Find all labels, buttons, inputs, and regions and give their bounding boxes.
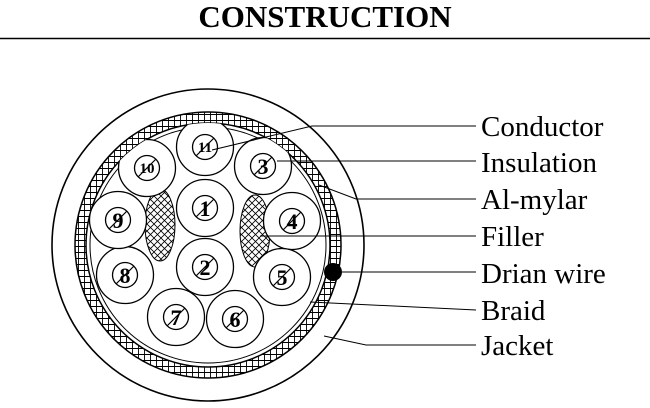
core-8-conductor [111,261,139,289]
core-10-slash [137,158,157,178]
core-2-conductor [191,253,219,281]
core-number-8: 8 [120,263,131,288]
core-number-4: 4 [287,209,298,234]
core-4-slash [282,211,302,231]
drain-wire [324,263,342,281]
core-number-5: 5 [277,265,288,290]
core-5-slash [272,267,292,287]
core-number-2: 2 [200,255,211,280]
core-number-7: 7 [171,305,182,330]
callout-filler: Filler [481,221,544,253]
core-4-conductor [278,207,306,235]
core-number-6: 6 [230,307,241,332]
core-number-10: 10 [140,161,155,177]
callout-drain-wire: Drian wire [481,258,606,290]
jacket-outer [51,88,365,402]
core-9-conductor [104,206,132,234]
core-8-slash [115,265,135,285]
core-1-slash [195,198,215,218]
core-6-slash [225,309,245,329]
core-10-conductor [133,154,161,182]
callout-braid: Braid [481,295,546,327]
core-7-slash [166,307,186,327]
leader-al-mylar [318,184,476,200]
diagram-title: CONSTRUCTION [198,0,451,34]
leader-conductor [211,125,476,151]
core-number-3: 3 [258,154,269,179]
core-number-1: 1 [200,196,211,221]
filler-1 [144,188,176,262]
core-3-conductor [249,152,277,180]
core-2-slash [195,257,215,277]
leader-jacket [323,335,476,346]
leader-lines [211,125,477,346]
core-7-conductor [162,303,190,331]
callout-al-mylar: Al-mylar [481,184,588,216]
core-11-slash [195,137,215,157]
callout-insulation: Insulation [481,147,597,179]
core-3-slash [253,156,273,176]
core-9-slash [108,210,128,230]
core-number-11: 11 [198,140,212,156]
core-11-conductor [191,133,219,161]
core-6-conductor [221,305,249,333]
callout-jacket: Jacket [481,330,553,362]
leader-braid [309,301,477,311]
core-1-conductor [191,194,219,222]
callout-conductor: Conductor [481,111,604,143]
core-number-9: 9 [113,208,124,233]
core-5-conductor [268,263,296,291]
cable-cross-section: 1 2 3 4 5 6 7 8 9 10 11 [51,88,365,402]
